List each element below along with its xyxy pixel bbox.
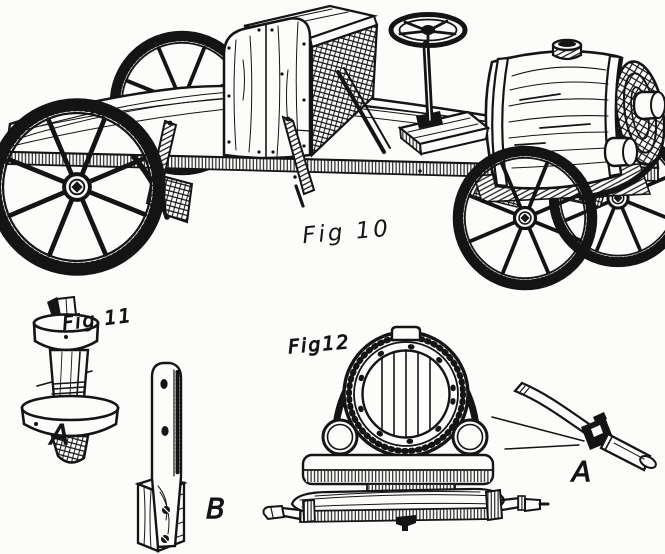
front-bolster bbox=[290, 487, 506, 523]
reach-rod-lever bbox=[281, 115, 316, 208]
bolt-tip bbox=[50, 434, 90, 464]
steering-assembly bbox=[388, 12, 491, 157]
platform-front-edge bbox=[301, 453, 495, 486]
leader-line bbox=[504, 444, 580, 450]
screw bbox=[161, 535, 169, 543]
screw bbox=[162, 506, 170, 514]
seat-strut bbox=[336, 70, 386, 154]
strap-hole bbox=[160, 379, 168, 389]
fig10-label: Fig 10 bbox=[301, 216, 392, 250]
steering-wheel bbox=[388, 12, 468, 48]
part-b-strap-bracket: B bbox=[134, 361, 226, 553]
barrel-front-face bbox=[342, 330, 470, 458]
axle-end-detail-a: A bbox=[491, 381, 657, 489]
barrel-staves bbox=[381, 351, 431, 437]
filler-cap-front bbox=[390, 325, 422, 342]
fig12-part-a-label: A bbox=[570, 455, 591, 488]
headlamp-front bbox=[451, 418, 489, 456]
fig10-automobile-side-view: Fig 10 bbox=[0, 4, 665, 288]
headlamp bbox=[603, 136, 639, 168]
fig11-kingbolt-detail: Fig 11 A bbox=[20, 295, 134, 464]
barrel-tank bbox=[484, 38, 665, 190]
seat-side-panel bbox=[310, 23, 379, 158]
part-b-label: B bbox=[206, 492, 225, 525]
spindle-end bbox=[599, 432, 657, 472]
headlamp-front bbox=[321, 418, 359, 456]
barrel-filler-cap bbox=[551, 38, 583, 61]
bolt-shaft bbox=[48, 348, 90, 400]
front-axle-right-end bbox=[484, 488, 550, 522]
center-bolt bbox=[396, 515, 416, 531]
leader-line bbox=[491, 416, 585, 442]
headlamp bbox=[632, 90, 665, 121]
panel-nails bbox=[227, 28, 306, 154]
strap-hole bbox=[161, 426, 169, 436]
fig11-part-a-label: A bbox=[48, 418, 69, 451]
front-axle-left-end bbox=[262, 499, 316, 523]
fig12-label: Fig12 bbox=[287, 331, 351, 358]
fig12-front-view: Fig12 bbox=[262, 325, 550, 531]
